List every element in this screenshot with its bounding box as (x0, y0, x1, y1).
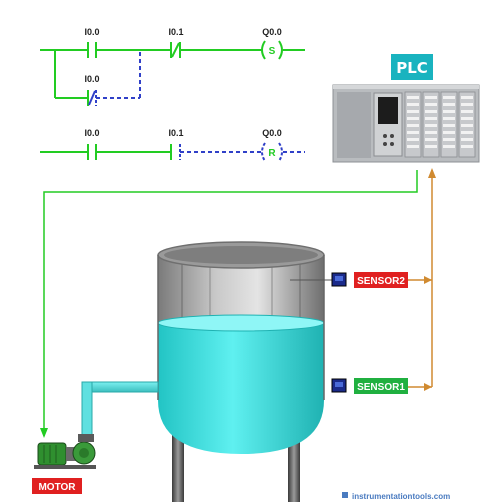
plc-display (378, 97, 398, 124)
plc-label: PLC (396, 59, 428, 77)
sensor1-tag (354, 378, 408, 394)
rung2-contact1-label: I0.0 (84, 128, 99, 138)
ladder-rung-2 (40, 142, 305, 162)
rung2-coil-letter: R (268, 148, 276, 159)
tank-liquid (158, 323, 324, 454)
branch-contact-label: I0.0 (84, 74, 99, 84)
plc-to-motor-wire (40, 170, 418, 438)
sensor2-label: SENSOR2 (357, 276, 405, 287)
plc-io-terminals (407, 96, 473, 148)
plc-unit (332, 84, 480, 163)
storage-tank (157, 241, 325, 454)
rung1-coil-letter: S (269, 46, 276, 57)
motor-arrow-icon (40, 428, 48, 438)
sensor2-tag (354, 272, 408, 288)
rung2-coil-label: Q0.0 (262, 128, 282, 138)
rung1-contact1-label: I0.0 (84, 27, 99, 37)
sensor1-label: SENSOR1 (357, 382, 405, 393)
ladder-logic: I0.0 I0.1 Q0.0 S I0.0 I0.0 (40, 27, 305, 162)
rung2-contact2-label: I0.1 (168, 128, 183, 138)
ladder-branch (54, 50, 141, 106)
plc-badge: PLC (391, 54, 433, 80)
watermark: instrumentationtools.com (342, 492, 450, 501)
ladder-rung-1 (40, 40, 305, 60)
sensor-signal-wires (408, 168, 436, 391)
rung1-contact2-label: I0.1 (168, 27, 183, 37)
outlet-pipe (81, 381, 159, 441)
watermark-text: instrumentationtools.com (352, 492, 450, 501)
plc-input-arrow-icon (428, 168, 436, 178)
motor-label: MOTOR (38, 482, 76, 493)
motor-tag: MOTOR (32, 478, 82, 494)
sensor2: SENSOR2 (290, 272, 408, 288)
rung1-coil-label: Q0.0 (262, 27, 282, 37)
motor-pump (34, 434, 96, 469)
sensor1: SENSOR1 (331, 378, 408, 394)
motor-icon (37, 442, 67, 466)
